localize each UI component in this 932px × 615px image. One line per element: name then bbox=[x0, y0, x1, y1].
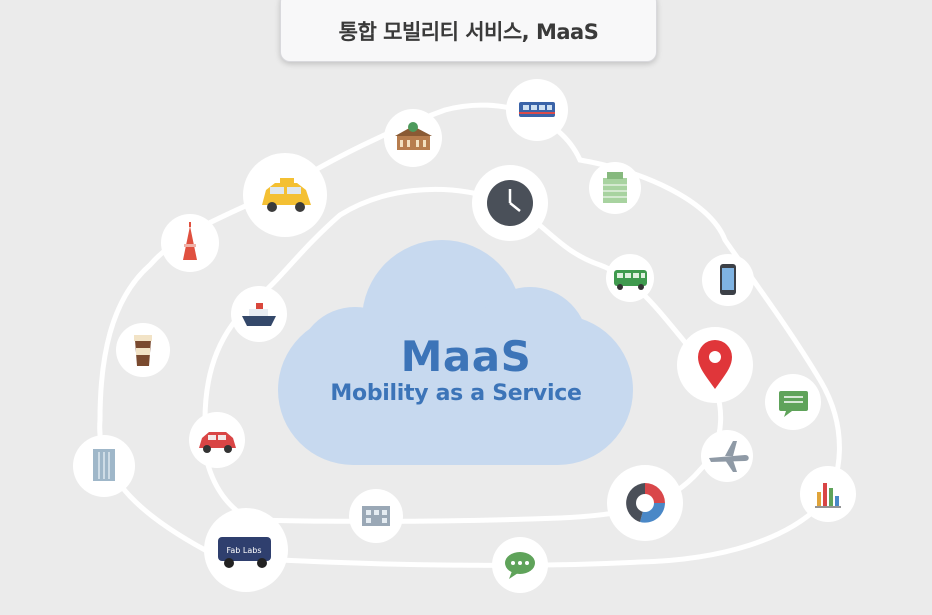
taxi-icon bbox=[243, 153, 327, 237]
inner-network-ring bbox=[201, 186, 724, 524]
clock-icon bbox=[472, 165, 548, 241]
outer-network-ring bbox=[97, 102, 842, 568]
car-icon bbox=[189, 412, 245, 468]
cloud-subtitle: Mobility as a Service bbox=[330, 381, 582, 406]
maas-cloud bbox=[278, 240, 633, 465]
skyscraper-icon bbox=[73, 435, 135, 497]
airplane-icon bbox=[701, 430, 753, 482]
page-title: 통합 모빌리티 서비스, MaaS bbox=[338, 20, 599, 44]
donut-chart-icon bbox=[607, 465, 683, 541]
heritage-building-icon bbox=[384, 109, 442, 167]
tower-icon bbox=[161, 214, 219, 272]
ferry-icon bbox=[231, 286, 287, 342]
map-pin-icon bbox=[677, 327, 753, 403]
city-bus-icon bbox=[506, 79, 568, 141]
chat-bubble-icon bbox=[492, 537, 548, 593]
message-icon bbox=[765, 374, 821, 430]
office-building-icon bbox=[589, 162, 641, 214]
apartment-icon bbox=[349, 489, 403, 543]
cloud-title: MaaS bbox=[400, 332, 532, 381]
header-title-box: 통합 모빌리티 서비스, MaaS bbox=[280, 0, 657, 62]
smartphone-icon bbox=[702, 254, 754, 306]
bar-chart-icon bbox=[800, 466, 856, 522]
coffee-cup-icon bbox=[116, 323, 170, 377]
shuttle-bus-icon: Fab Labs bbox=[204, 508, 288, 592]
green-bus-icon bbox=[606, 254, 654, 302]
bus-label: Fab Labs bbox=[227, 546, 262, 555]
